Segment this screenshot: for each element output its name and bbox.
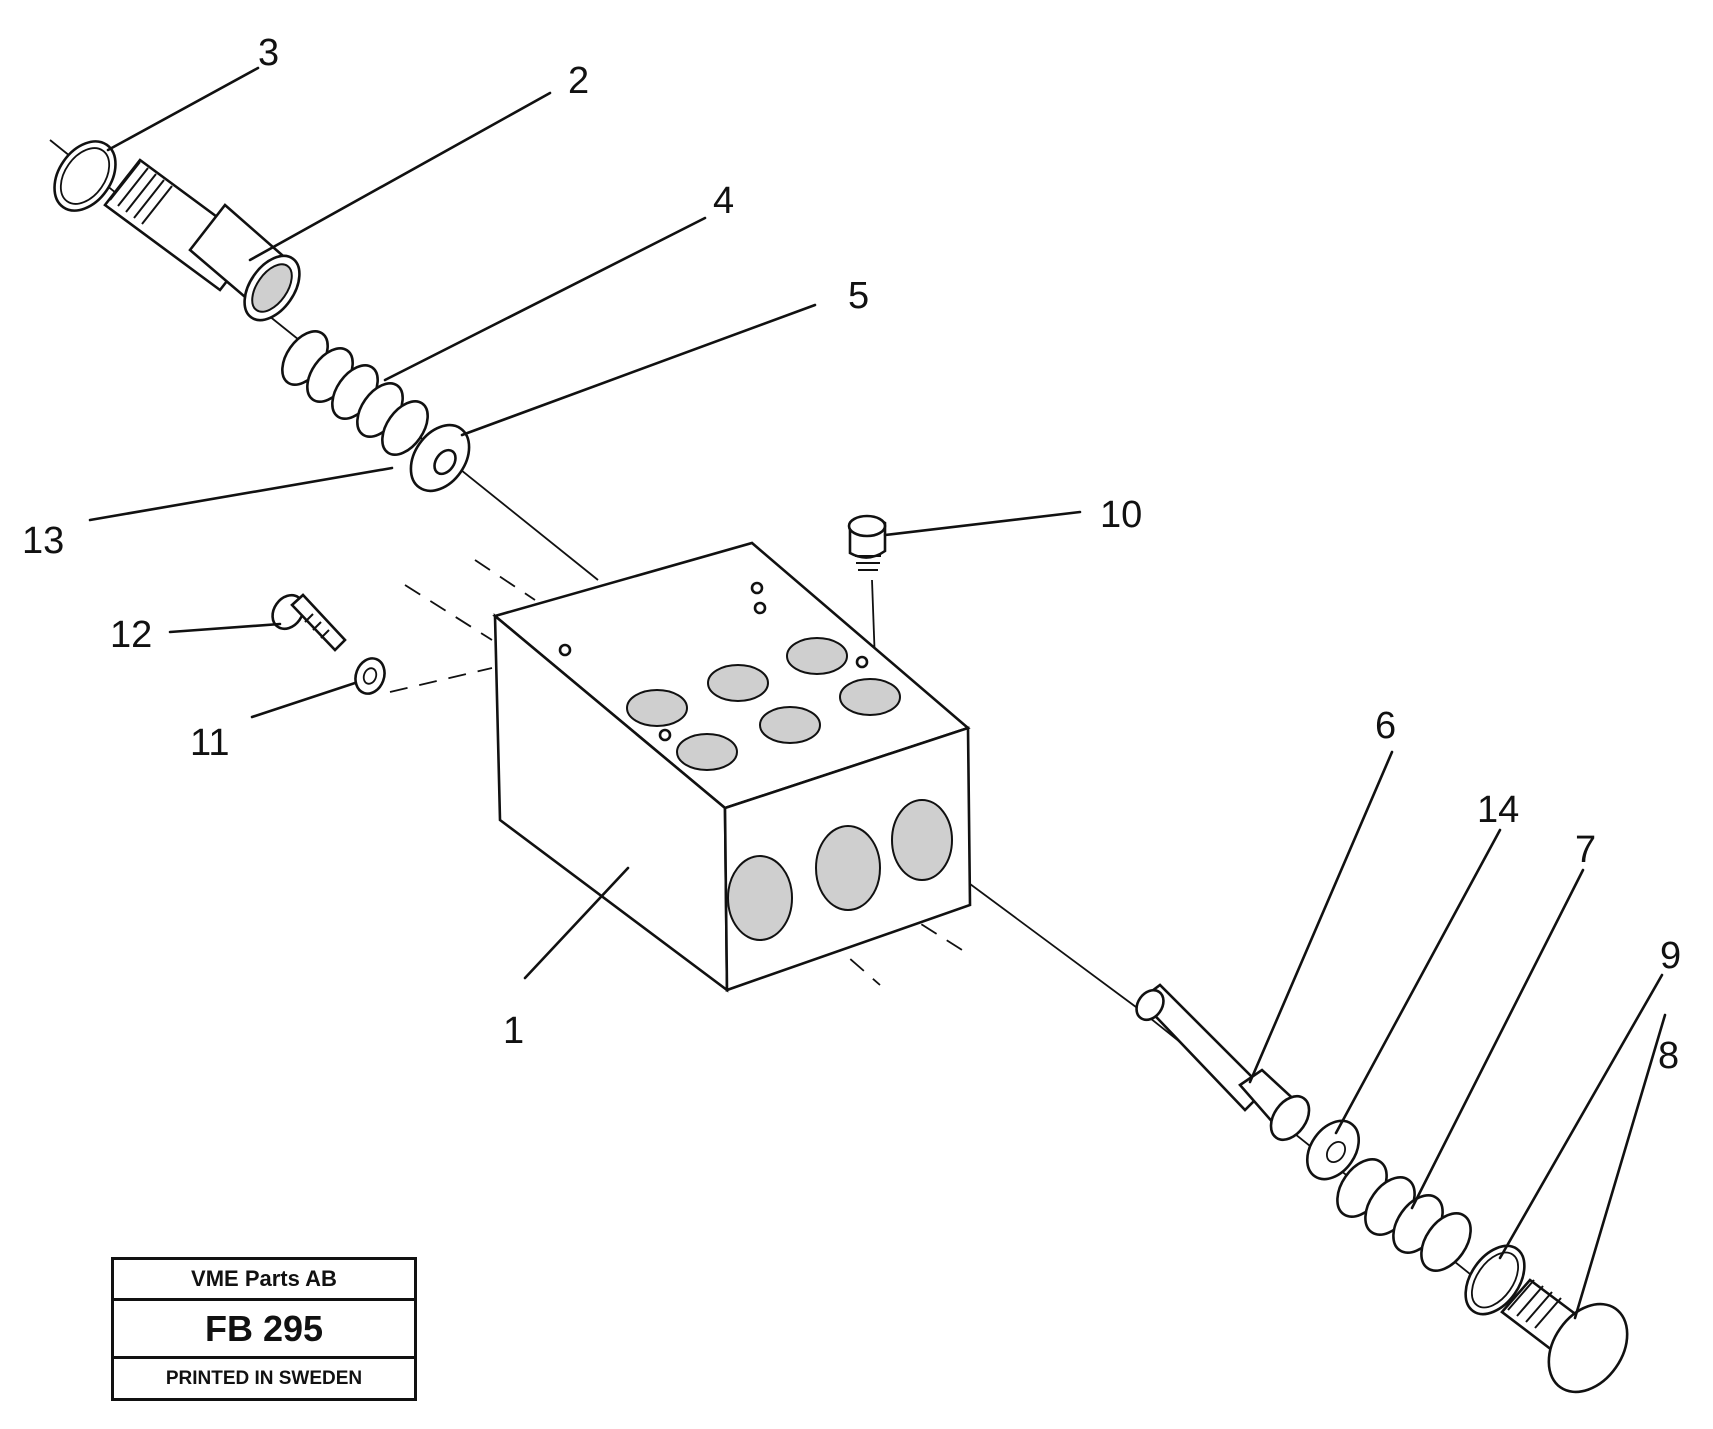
valve-block — [492, 541, 972, 993]
callout-2: 2 — [568, 60, 589, 102]
callout-12: 12 — [110, 614, 152, 656]
callout-labels: 3 2 4 5 13 10 12 11 1 6 14 7 9 8 — [22, 32, 1681, 1077]
plug-10 — [847, 514, 887, 571]
spring-4 — [281, 330, 429, 456]
callout-7: 7 — [1575, 829, 1596, 871]
spool-6 — [1135, 983, 1311, 1141]
o-ring-9 — [1464, 1244, 1526, 1316]
callout-5: 5 — [848, 275, 869, 317]
front-ports — [727, 799, 953, 941]
top-ports — [558, 581, 901, 771]
callout-6: 6 — [1375, 705, 1396, 747]
company-name: VME Parts AB — [114, 1260, 414, 1301]
screw-12 — [271, 593, 347, 652]
callout-9: 9 — [1660, 935, 1681, 977]
figure-code: FB 295 — [114, 1301, 414, 1359]
callout-3: 3 — [258, 32, 279, 74]
callout-8: 8 — [1658, 1035, 1679, 1077]
o-ring-3 — [53, 140, 117, 212]
plug-8 — [1500, 1278, 1629, 1394]
title-block: VME Parts AB FB 295 PRINTED IN SWEDEN — [111, 1257, 417, 1401]
callout-14: 14 — [1477, 789, 1519, 831]
washer-5 — [409, 423, 471, 493]
callout-4: 4 — [713, 180, 734, 222]
printed-notice: PRINTED IN SWEDEN — [165, 1368, 363, 1389]
washer-14 — [1305, 1119, 1361, 1181]
washer-11 — [354, 657, 386, 695]
valve-cartridge-2 — [103, 158, 301, 322]
leader-lines — [88, 66, 1667, 1320]
callout-13: 13 — [22, 520, 64, 562]
spring-7 — [1336, 1158, 1472, 1272]
callout-1: 1 — [503, 1010, 524, 1052]
callout-11: 11 — [190, 722, 229, 764]
callout-10: 10 — [1100, 494, 1142, 536]
